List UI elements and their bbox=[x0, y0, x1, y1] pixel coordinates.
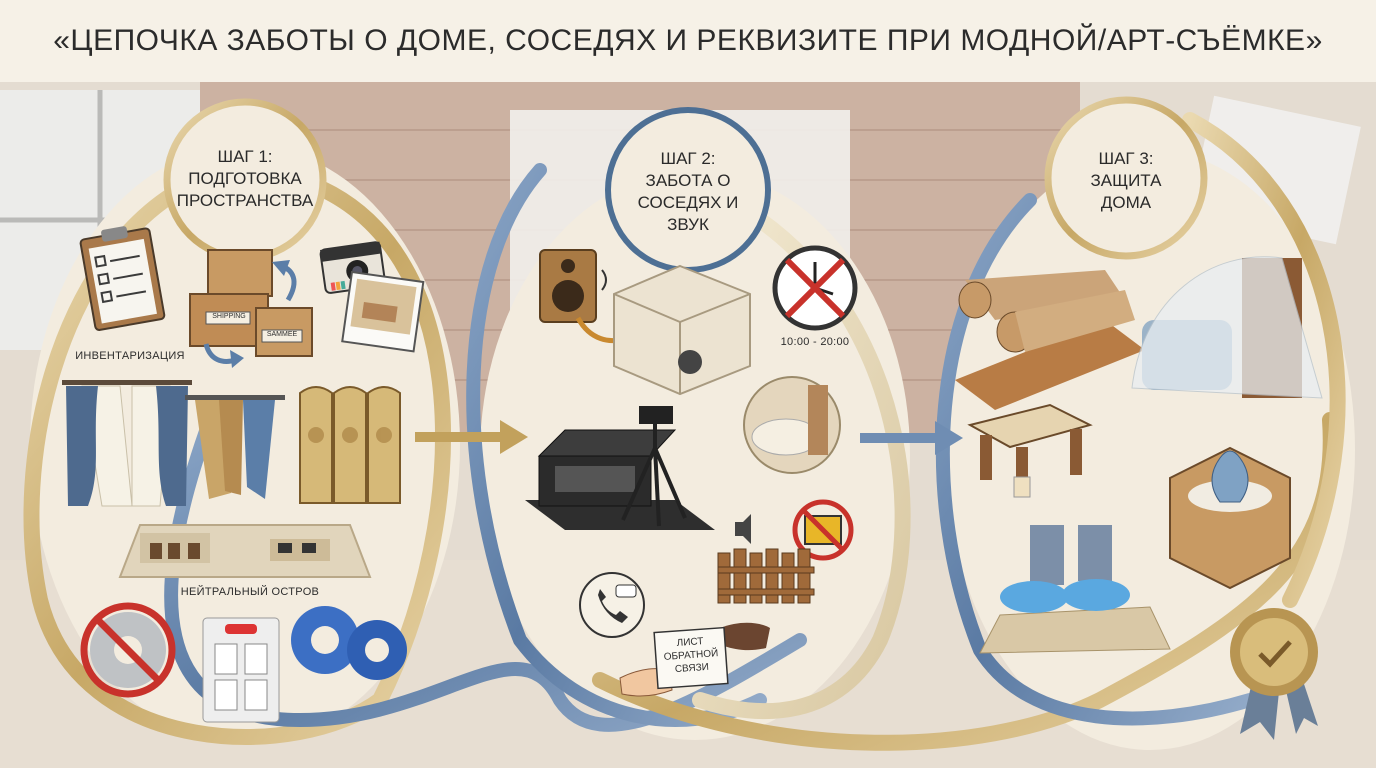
arrow-icon bbox=[415, 420, 528, 454]
adhesive-hooks-icon bbox=[202, 617, 280, 723]
fence-icon bbox=[717, 548, 815, 604]
inventory-label: ИНВЕНТАРИЗАЦИЯ bbox=[75, 350, 185, 362]
paper-roll-icon bbox=[955, 270, 1145, 410]
neutral-island-label: НЕЙТРАЛЬНЫЙ ОСТРОВ bbox=[180, 586, 320, 598]
shoe-rug-icon bbox=[118, 524, 372, 578]
feedback-sheet bbox=[653, 626, 729, 690]
boxes-icon bbox=[189, 249, 313, 357]
feedback-sheet-text: ЛИСТ ОБРАТНОЙ СВЯЗИ bbox=[655, 634, 728, 678]
speaker-icon bbox=[539, 249, 607, 323]
clipboard-icon bbox=[79, 226, 166, 331]
step-3-title: ШАГ 3: bbox=[1098, 149, 1154, 168]
clock-icon bbox=[772, 245, 858, 331]
arrow-icon bbox=[203, 260, 297, 368]
step-1-title: ШАГ 1: bbox=[217, 147, 273, 166]
sound-room-icon bbox=[613, 264, 751, 396]
covered-furniture-icon bbox=[1131, 256, 1323, 399]
step-2-header: ШАГ 2: ЗАБОТА О СОСЕДЯХ И ЗВУК bbox=[630, 148, 746, 236]
quiet-hours-label: 10:00 - 20:00 bbox=[780, 336, 850, 348]
step-2-title: ШАГ 2: bbox=[660, 149, 716, 168]
shoe-covers-icon bbox=[979, 525, 1171, 654]
step-3-subtitle: ЗАЩИТА ДОМА bbox=[1090, 171, 1162, 212]
pillow-icon bbox=[743, 376, 841, 474]
generator-ban-icon bbox=[735, 499, 854, 561]
step-3-header: ШАГ 3: ЗАЩИТА ДОМА bbox=[1068, 148, 1184, 214]
painters-tape-icon bbox=[291, 606, 407, 680]
box-label-1: SHIPPING bbox=[212, 313, 246, 320]
vase-box-icon bbox=[1169, 446, 1291, 590]
photo-icon bbox=[341, 270, 425, 353]
step-1-subtitle: ПОДГОТОВКА ПРОСТРАНСТВА bbox=[176, 169, 314, 210]
step-3-circle bbox=[1044, 96, 1208, 260]
curtains-icon bbox=[62, 380, 192, 507]
equipment-case-icon bbox=[525, 429, 715, 530]
arrow-icon bbox=[860, 421, 963, 455]
table-protector-icon bbox=[967, 403, 1093, 498]
step-1-header: ШАГ 1: ПОДГОТОВКА ПРОСТРАНСТВА bbox=[172, 146, 318, 212]
folding-screen-icon bbox=[299, 386, 401, 504]
page-title: «ЦЕПОЧКА ЗАБОТЫ О ДОМЕ, СОСЕДЯХ И РЕКВИЗ… bbox=[0, 0, 1376, 82]
clothes-rack-icon bbox=[185, 395, 285, 499]
no-duct-tape-icon bbox=[80, 602, 176, 698]
phone-chat-icon bbox=[579, 572, 645, 638]
tripod-icon bbox=[621, 406, 687, 527]
step-2-subtitle: ЗАБОТА О СОСЕДЯХ И ЗВУК bbox=[637, 171, 739, 234]
award-badge-icon bbox=[1230, 608, 1318, 740]
box-label-2: SAMMEE bbox=[266, 331, 298, 338]
